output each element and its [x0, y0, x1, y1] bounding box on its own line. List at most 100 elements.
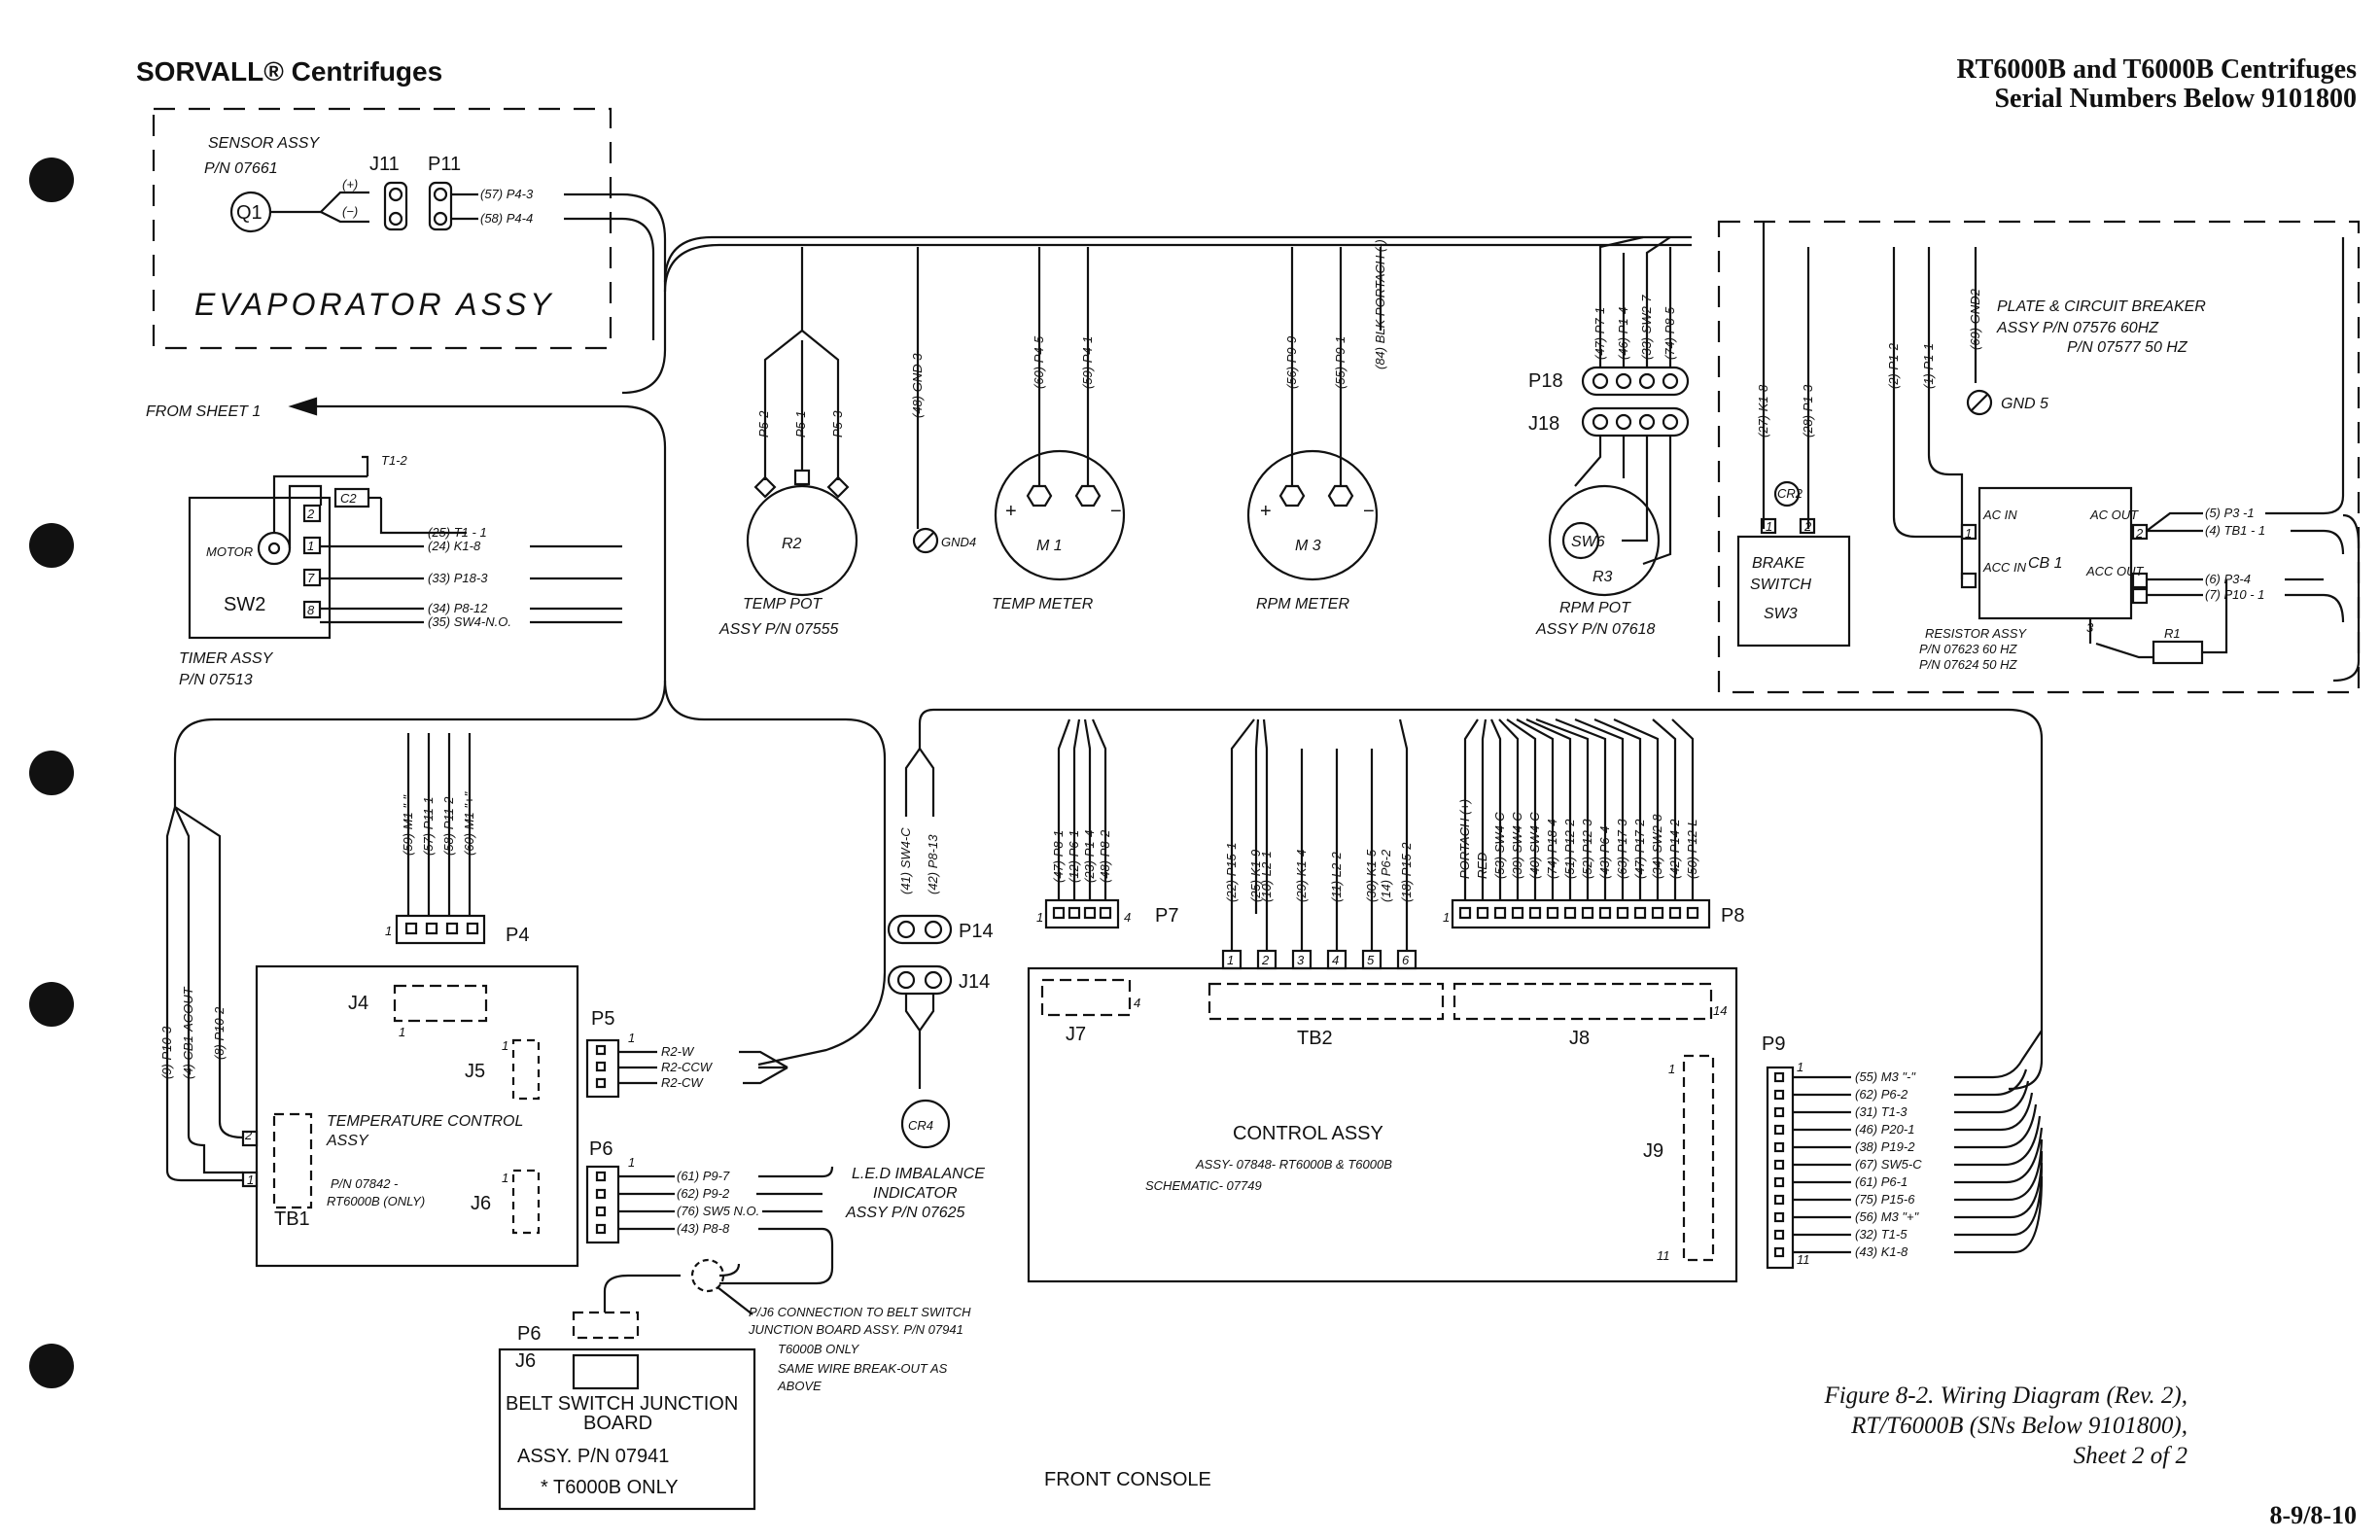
j7-label: J7 [1066, 1024, 1086, 1045]
wire-label: P5-1 [793, 411, 808, 438]
p9-connector [1766, 1066, 1795, 1270]
wire-label: (47) P8-1 [1051, 830, 1066, 883]
r3-rpm-pot [1548, 484, 1661, 597]
wire-label: (53) SW4-C [1492, 812, 1507, 879]
figure-caption: Figure 8-2. Wiring Diagram (Rev. 2), RT/… [1824, 1381, 2188, 1471]
rpm-meter-label: RPM METER [1256, 596, 1349, 612]
pin-number: 3 [2086, 620, 2094, 635]
p5-connector [585, 1038, 620, 1099]
page-number: 8-9/8-10 [2269, 1501, 2357, 1529]
pin-number: 1 [1443, 910, 1450, 925]
caption-line: RT/T6000B (SNs Below 9101800), [1851, 1413, 2188, 1439]
cr4-label: CR4 [908, 1118, 933, 1133]
q1-label: Q1 [236, 202, 262, 224]
sw6-label: SW6 [1571, 534, 1605, 550]
j11-connector [383, 181, 408, 231]
j4-label: J4 [348, 993, 368, 1014]
wire-label: (4) CB1-ACOUT [181, 986, 195, 1079]
pin-number: 2 [1803, 519, 1812, 534]
plate-label: PLATE & CIRCUIT BREAKER [1997, 298, 2206, 315]
pin-number: 1 [1668, 1062, 1675, 1076]
pin-number: 14 [1713, 1003, 1727, 1018]
brake-label: SW3 [1764, 606, 1798, 622]
j14-connector [887, 964, 953, 996]
pin-number: 2 [244, 1128, 253, 1142]
control-pn: ASSY- 07848- RT6000B & T6000B [1195, 1157, 1392, 1172]
wire-label: (62) P9-2 [677, 1186, 730, 1201]
wire-label: (9) P10-3 [159, 1026, 174, 1079]
wire-label: (7) P10 - 1 [2205, 587, 2264, 602]
control-assy-box [1027, 966, 1738, 1283]
pin-number: 7 [307, 571, 315, 585]
wire-label: (43) K1-8 [1855, 1244, 1908, 1259]
m3-plus: + [1260, 501, 1272, 522]
r1-label: R1 [2164, 626, 2181, 641]
wire-label: (58) P4-4 [480, 211, 533, 226]
m3-rpm-meter [1246, 449, 1379, 581]
binder-hole [29, 523, 74, 568]
pin-number: 1 [628, 1155, 635, 1170]
front-console-label: FRONT CONSOLE [1044, 1469, 1211, 1490]
brake-label: SWITCH [1750, 577, 1812, 593]
belt-label: BELT SWITCH JUNCTION [506, 1393, 738, 1415]
wire-label: P5-3 [830, 410, 845, 438]
wire-label: (10) L2-1 [1259, 851, 1274, 902]
pin-number: 1 [502, 1038, 508, 1053]
note-label: ABOVE [777, 1379, 822, 1393]
pin-number: 1 [385, 924, 392, 938]
wire-label: (69) GND2 [1968, 288, 1982, 350]
wire-label: (76) SW5 N.O. [677, 1204, 759, 1218]
wire-label: (40) SW4-C [1527, 812, 1542, 879]
belt-label: BOARD [583, 1413, 652, 1434]
p8-connector [1451, 898, 1711, 929]
wire-label: R2-CCW [661, 1060, 714, 1074]
r3-label: R3 [1592, 569, 1613, 585]
wire-label: (23) P1-4 [1082, 830, 1097, 883]
timer-box [188, 496, 332, 640]
wire-label: (33) P18-3 [428, 571, 488, 585]
cr4-led [900, 1099, 951, 1149]
sw2-label: SW2 [224, 594, 265, 615]
accin-label: ACC IN [1982, 560, 2027, 575]
control-label: CONTROL ASSY [1233, 1123, 1383, 1144]
pin-number: 1 [247, 1172, 254, 1187]
header-manufacturer: SORVALL® Centrifuges [136, 56, 443, 87]
caption-line: Figure 8-2. Wiring Diagram (Rev. 2), [1824, 1382, 2188, 1409]
belt-switch-board [498, 1348, 756, 1511]
j8-label: J8 [1569, 1028, 1590, 1049]
j14-label: J14 [959, 971, 990, 993]
cr2-diode [1773, 480, 1801, 508]
wire-label: (60) P4-5 [1032, 335, 1046, 389]
p5-label: P5 [591, 1008, 614, 1030]
plus-label: (+) [342, 177, 358, 192]
header-serial: Serial Numbers Below 9101800 [1994, 84, 2357, 114]
wire-label: (25) T1 - 1 [428, 525, 487, 540]
binder-hole [29, 751, 74, 795]
wire-label: (74) P8-5 [1662, 306, 1677, 360]
pin-number: 3 [1297, 953, 1305, 967]
wire-label: (61) P6-1 [1855, 1174, 1908, 1189]
gnd4-label: GND4 [941, 535, 976, 549]
pin-number: 1 [1965, 526, 1972, 541]
m1-temp-meter [994, 449, 1126, 581]
belt-j6: J6 [515, 1350, 536, 1372]
p6-label: P6 [589, 1138, 612, 1160]
pin-number: 1 [399, 1025, 405, 1039]
note-label: SAME WIRE BREAK-OUT AS [778, 1361, 948, 1376]
wire-label: (57) P11-1 [421, 797, 436, 856]
wire-label: (61) P9-7 [677, 1169, 730, 1183]
p4-label: P4 [506, 925, 529, 946]
j18-connector [1581, 406, 1690, 438]
tb1-label: TB1 [274, 1208, 310, 1230]
wire-label: (22) P15-1 [1224, 843, 1239, 902]
p11-label: P11 [428, 154, 461, 175]
p7-label: P7 [1155, 905, 1178, 927]
r1-resistor [2152, 640, 2204, 665]
wire-label: (11) L2-2 [1329, 851, 1344, 902]
wire-label: (59) M1 "-" [401, 794, 415, 856]
wire-label: (84) BLK PORTACH (-) [1373, 239, 1387, 369]
wire-label: (4) TB1 - 1 [2205, 523, 2265, 538]
wire-label: (56) M3 "+" [1855, 1209, 1920, 1224]
wire-label: (18) P15-2 [1399, 842, 1414, 902]
